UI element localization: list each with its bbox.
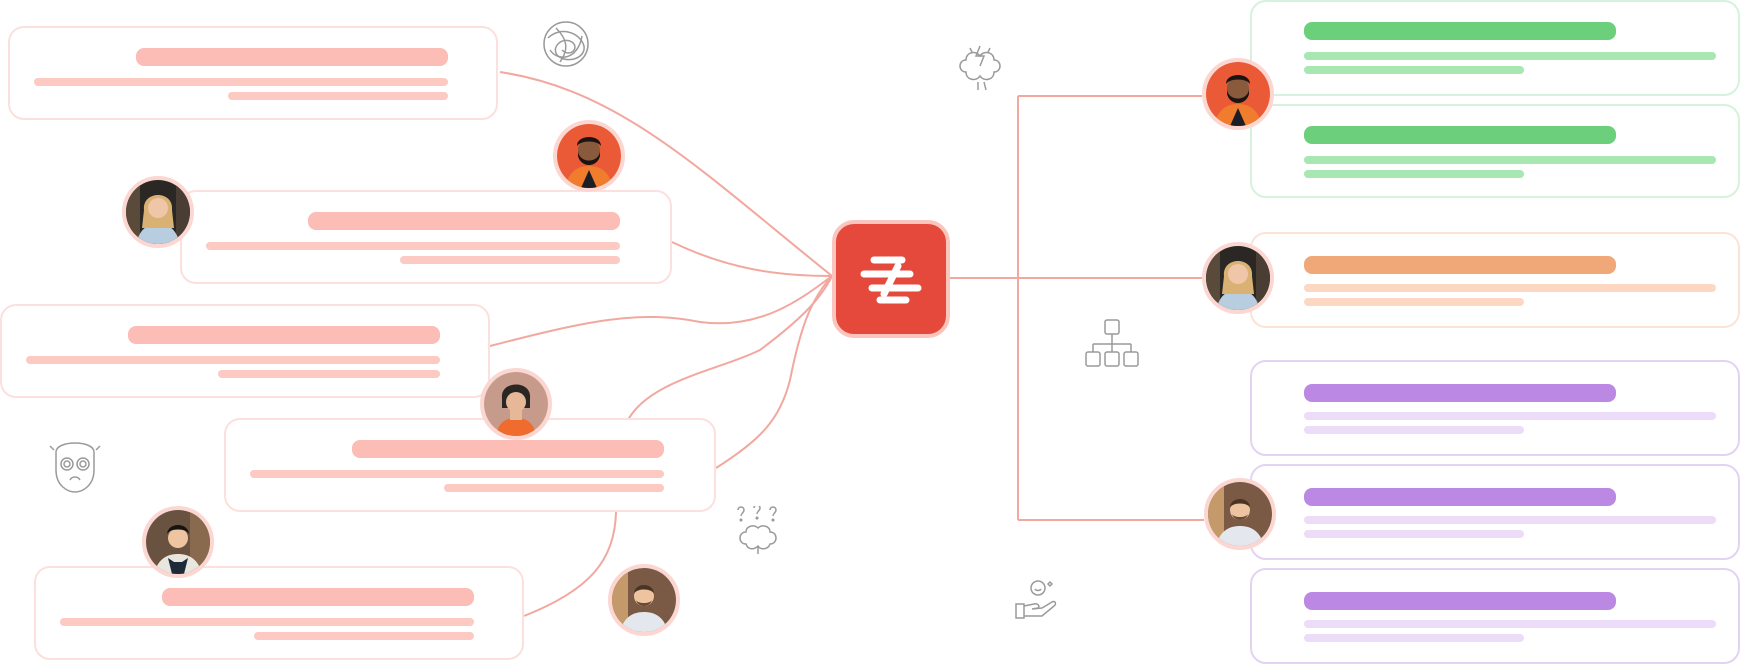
card-line-bar [206, 242, 620, 250]
person-photo-icon [484, 372, 548, 436]
card-line-bar [250, 470, 664, 478]
card-line-bar [1304, 170, 1524, 178]
confused-brain-icon [732, 506, 784, 556]
card-line-bar [254, 632, 474, 640]
avatar-man-apron [142, 506, 214, 578]
left-card-4 [224, 418, 716, 512]
right-card-1 [1250, 0, 1740, 96]
card-title-bar [308, 212, 620, 230]
card-line-bar [1304, 298, 1524, 306]
zendesk-style-logo-icon [860, 256, 922, 304]
avatar-bearded-man-orange-jacket [553, 120, 625, 192]
connector-left-6 [523, 511, 617, 617]
card-line-bar [218, 370, 440, 378]
right-card-4 [1250, 360, 1740, 456]
avatar-smiling-man [608, 564, 680, 636]
dizzy-face-icon [46, 436, 104, 496]
right-card-5 [1250, 464, 1740, 560]
card-line-bar [1304, 156, 1716, 164]
connector-left-2 [671, 241, 833, 277]
avatar-blonde-woman [122, 176, 194, 248]
card-title-bar [352, 440, 664, 458]
card-title-bar [128, 326, 440, 344]
person-photo-icon [126, 180, 190, 244]
card-line-bar [1304, 66, 1524, 74]
card-title-bar [1304, 488, 1616, 506]
person-photo-icon [1206, 246, 1270, 310]
card-line-bar [34, 78, 448, 86]
helping-hand-icon [1014, 578, 1058, 622]
tangled-yarn-icon [540, 18, 592, 70]
card-title-bar [136, 48, 448, 66]
left-card-1 [8, 26, 498, 120]
card-title-bar [162, 588, 474, 606]
card-title-bar [1304, 256, 1616, 274]
person-photo-icon [1208, 482, 1272, 546]
card-line-bar [1304, 412, 1716, 420]
org-chart-icon [1084, 318, 1140, 374]
avatar-smiling-man-right [1204, 478, 1276, 550]
card-line-bar [1304, 530, 1524, 538]
person-photo-icon [612, 568, 676, 632]
avatar-older-woman [480, 368, 552, 440]
card-line-bar [1304, 516, 1716, 524]
connector-left-3 [489, 275, 833, 347]
card-title-bar [1304, 22, 1616, 40]
right-card-2 [1250, 104, 1740, 198]
person-photo-icon [1206, 62, 1270, 126]
card-title-bar [1304, 384, 1616, 402]
avatar-bearded-man-orange-jacket-right [1202, 58, 1274, 130]
card-title-bar [1304, 592, 1616, 610]
card-line-bar [26, 356, 440, 364]
person-photo-icon [146, 510, 210, 574]
hub-logo [832, 220, 950, 338]
right-card-6 [1250, 568, 1740, 664]
card-line-bar [1304, 620, 1716, 628]
connector-left-4 [627, 275, 833, 421]
card-line-bar [1304, 284, 1716, 292]
person-photo-icon [557, 124, 621, 188]
card-line-bar [228, 92, 448, 100]
avatar-blonde-woman-right [1202, 242, 1274, 314]
card-line-bar [60, 618, 474, 626]
left-card-3 [0, 304, 490, 398]
card-line-bar [1304, 426, 1524, 434]
left-card-5 [34, 566, 524, 660]
brain-lightning-icon [956, 42, 1004, 94]
card-line-bar [1304, 52, 1716, 60]
connector-left-5 [715, 275, 833, 469]
card-line-bar [400, 256, 620, 264]
card-line-bar [444, 484, 664, 492]
left-card-2 [180, 190, 672, 284]
right-card-3 [1250, 232, 1740, 328]
card-line-bar [1304, 634, 1524, 642]
card-title-bar [1304, 126, 1616, 144]
